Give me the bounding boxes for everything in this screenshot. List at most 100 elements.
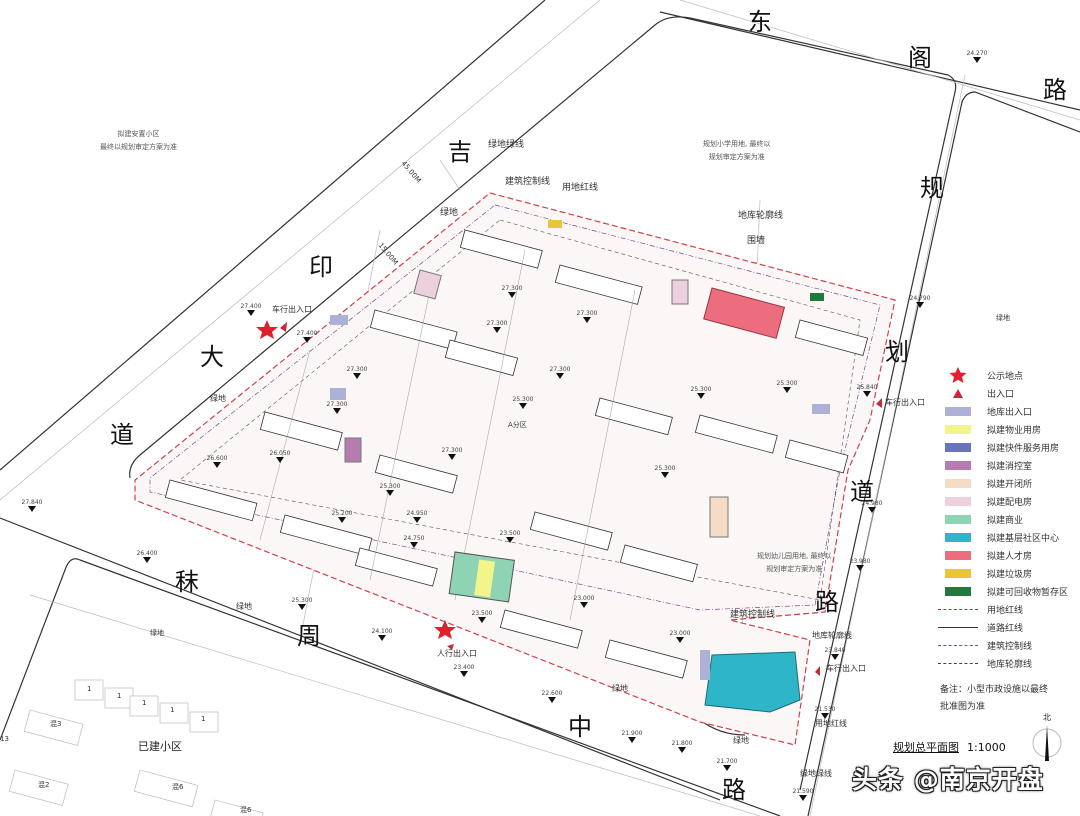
elevation-value: 24.950 xyxy=(406,510,428,517)
elevation-value: 23.400 xyxy=(453,664,475,671)
plan-title-name: 规划总平面图 xyxy=(893,741,959,754)
elevation-marker: 21.700 xyxy=(712,758,742,771)
legend-line-sample xyxy=(938,626,978,628)
power-room-block-2 xyxy=(671,279,689,305)
plan-scale: 1:1000 xyxy=(967,741,1006,754)
road-name-char: 路 xyxy=(1043,76,1067,104)
elevation-triangle-icon xyxy=(628,737,636,743)
road-name-char: 规 xyxy=(920,174,944,202)
elevation-triangle-icon xyxy=(508,292,516,298)
elevation-triangle-icon xyxy=(28,506,36,512)
legend-item: 拟建物业用房 xyxy=(938,420,1080,438)
legend-label: 拟建配电房 xyxy=(987,497,1033,508)
elevation-marker: 25.300 xyxy=(287,597,317,610)
road-name-char: 周 xyxy=(297,622,321,650)
elevation-triangle-icon xyxy=(519,403,527,409)
label-building-no: 1 xyxy=(142,699,147,707)
elevation-marker: 25.840 xyxy=(852,384,882,397)
elevation-triangle-icon xyxy=(213,462,221,468)
watermark: 头条 @南京开盘 xyxy=(852,765,1044,794)
elevation-value: 23.000 xyxy=(669,630,691,637)
label-zone: A分区 xyxy=(508,421,527,429)
elevation-value: 25.300 xyxy=(291,597,313,604)
label-building-no: 混6 xyxy=(172,783,184,791)
label-vehicle-entrance: 车行出入口 xyxy=(272,305,312,314)
legend-swatch xyxy=(945,424,971,434)
legend-label: 道路红线 xyxy=(987,623,1024,634)
legend-line-sample xyxy=(938,608,978,610)
remark-line: 备注：小型市政设施以最终 xyxy=(940,685,1049,695)
road-name-char: 中 xyxy=(568,713,592,741)
elevation-marker: 23.500 xyxy=(467,610,497,623)
entrance-triangle-icon xyxy=(815,666,820,676)
elevation-value: 26.600 xyxy=(206,455,228,462)
road-name-char: 道 xyxy=(110,421,134,449)
elevation-triangle-icon xyxy=(548,697,556,703)
elevation-marker: 25.300 xyxy=(772,380,802,393)
garage-outline xyxy=(179,219,861,601)
public-notice-star-icon xyxy=(434,620,456,639)
elevation-value: 23.500 xyxy=(471,610,493,617)
elevation-marker: 23.400 xyxy=(449,664,479,677)
legend-label: 拟建基层社区中心 xyxy=(987,533,1060,544)
legend-label: 拟建物业用房 xyxy=(987,425,1042,436)
elevation-triangle-icon xyxy=(386,490,394,496)
talent-housing-block xyxy=(703,287,786,339)
legend-item: 拟建垃圾房 xyxy=(938,564,1080,582)
label-building-control-line: 建筑控制线 xyxy=(505,177,551,187)
road-name-char: 道 xyxy=(850,478,874,506)
label-land-red-line: 用地红线 xyxy=(815,719,847,728)
triangle-icon xyxy=(953,388,963,398)
road-name-char: 秣 xyxy=(175,568,199,596)
elevation-value: 27.300 xyxy=(441,447,463,454)
elevation-value: 26.050 xyxy=(269,450,291,457)
elevation-value: 24.750 xyxy=(403,535,425,542)
label-green: 绿地 xyxy=(440,208,459,218)
legend-label: 出入口 xyxy=(987,389,1015,400)
legend-item: 拟建基层社区中心 xyxy=(938,528,1080,546)
existing-buildings xyxy=(8,679,264,816)
elevation-marker: 22.600 xyxy=(537,690,567,703)
grid-lines xyxy=(259,249,636,621)
elevation-value: 24.790 xyxy=(909,295,931,302)
elevation-marker: 23.980 xyxy=(845,558,875,571)
elevation-value: 27.300 xyxy=(346,366,368,373)
road-name-char: 路 xyxy=(815,588,839,616)
elevation-marker: 24.790 xyxy=(905,295,935,308)
elevation-value: 24.980 xyxy=(861,500,883,507)
note-line: 规划幼儿园用地, 最终以 xyxy=(757,552,832,560)
label-building-no: 混3 xyxy=(50,720,62,728)
elevation-value: 27.400 xyxy=(240,303,262,310)
elevation-value: 27.400 xyxy=(296,330,318,337)
legend-label: 拟建快件服务用房 xyxy=(987,443,1060,454)
elevation-value: 23.980 xyxy=(849,558,871,565)
north-label: 北 xyxy=(1043,713,1051,722)
label-garage-outline: 地库轮廓线 xyxy=(812,631,852,640)
legend-swatch xyxy=(945,568,971,578)
elevation-marker: 26.050 xyxy=(265,450,295,463)
elevation-value: 25.300 xyxy=(379,483,401,490)
elevation-marker: 26.600 xyxy=(202,455,232,468)
label-green: 绿地 xyxy=(733,736,749,745)
elevation-triangle-icon xyxy=(863,391,871,397)
label-green: 绿地 xyxy=(210,394,226,403)
elevation-triangle-icon xyxy=(916,302,924,308)
elevation-triangle-icon xyxy=(303,337,311,343)
elevation-triangle-icon xyxy=(831,654,839,660)
elevation-triangle-icon xyxy=(783,387,791,393)
elevation-triangle-icon xyxy=(973,57,981,63)
remark: 备注：小型市政设施以最终批准图为准 xyxy=(940,682,1048,716)
label-wall: 围墙 xyxy=(747,236,766,246)
elevation-triangle-icon xyxy=(493,327,501,333)
elevation-marker: 24.100 xyxy=(367,628,397,641)
legend-item: 拟建快件服务用房 xyxy=(938,438,1080,456)
note-school: 规划小学用地, 最终以规划审定方案为准 xyxy=(703,138,770,164)
elevation-triangle-icon xyxy=(478,617,486,623)
remark-line: 批准图为准 xyxy=(940,702,986,712)
elevation-triangle-icon xyxy=(413,517,421,523)
elevation-marker: 21.530 xyxy=(810,706,840,719)
note-line: 拟建安置小区 xyxy=(117,130,160,138)
elevation-triangle-icon xyxy=(298,604,306,610)
garage-entrance-3 xyxy=(330,315,348,325)
